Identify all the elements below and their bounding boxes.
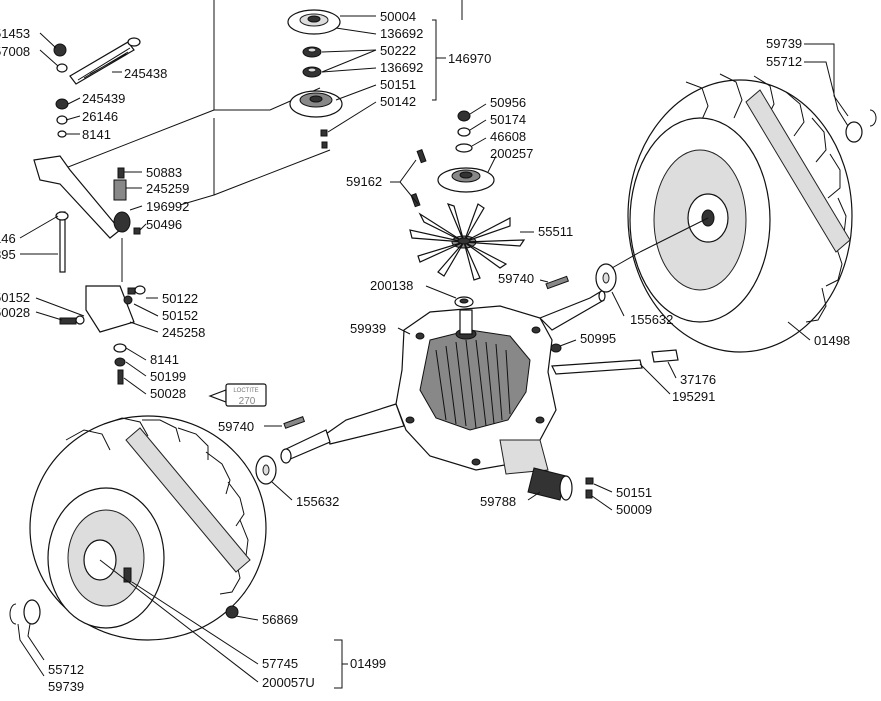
label-51453: 51453 — [0, 26, 30, 41]
fan-assembly — [409, 110, 570, 308]
label-55511: 55511 — [538, 224, 573, 239]
label-8141-a: 8141 — [82, 127, 111, 142]
label-200138: 200138 — [370, 278, 413, 293]
label-50174: 50174 — [490, 112, 526, 127]
label-195291: 195291 — [672, 389, 715, 404]
loctite-number: 270 — [239, 396, 256, 407]
label-196992: 196992 — [146, 199, 189, 214]
label-50151-b: 50151 — [616, 485, 652, 500]
pulley-stack — [287, 9, 343, 149]
label-50222: 50222 — [380, 43, 416, 58]
label-136692-b: 136692 — [380, 60, 423, 75]
label-50956: 50956 — [490, 95, 526, 110]
label-200257: 200257 — [490, 146, 533, 161]
label-37176: 37176 — [680, 372, 716, 387]
label-59788: 59788 — [480, 494, 516, 509]
label-50883: 50883 — [146, 165, 182, 180]
label-50152-a: 50152 — [0, 290, 30, 305]
transaxle-side-parts — [255, 263, 679, 501]
left-linkage-callouts — [19, 32, 159, 395]
label-245438: 245438 — [124, 66, 167, 81]
label-136692-a: 136692 — [380, 26, 423, 41]
fan-callouts — [390, 103, 549, 299]
left-wheel-callouts — [17, 559, 348, 689]
transaxle-callouts — [264, 43, 849, 511]
pulley-callouts — [321, 15, 446, 133]
label-46608: 46608 — [490, 129, 526, 144]
label-26146: 26146 — [82, 109, 118, 124]
label-155632-b: 155632 — [296, 494, 339, 509]
label-146970: 146970 — [448, 51, 491, 66]
label-50028-a: 50028 — [0, 305, 30, 320]
label-50142: 50142 — [380, 94, 416, 109]
label-56869: 56869 — [262, 612, 298, 627]
label-245258: 245258 — [162, 325, 205, 340]
label-59939: 59939 — [350, 321, 386, 336]
right-wheel-hardware — [845, 109, 877, 143]
label-57008: 57008 — [0, 44, 30, 59]
label-59739-b: 59739 — [48, 679, 84, 694]
label-59740-a: 59740 — [498, 271, 534, 286]
label-245439: 245439 — [82, 91, 125, 106]
label-895: 895 — [0, 247, 16, 262]
label-50199: 50199 — [150, 369, 186, 384]
label-50152-b: 50152 — [162, 308, 198, 323]
label-146: 146 — [0, 231, 16, 246]
right-wheel — [611, 73, 853, 353]
right-wheel-callouts — [787, 321, 811, 341]
loctite-brand: LOCTITE — [233, 388, 258, 394]
label-59739-a: 59739 — [766, 36, 802, 51]
label-01499: 01499 — [350, 656, 386, 671]
label-8141-b: 8141 — [150, 352, 179, 367]
label-59740-b: 59740 — [218, 419, 254, 434]
label-50995: 50995 — [580, 331, 616, 346]
label-200057U: 200057U — [262, 675, 315, 690]
label-55712-b: 55712 — [48, 662, 84, 677]
label-50028-b: 50028 — [150, 386, 186, 401]
cooling-fan — [409, 203, 526, 281]
left-wheel — [9, 415, 267, 641]
left-linkage — [33, 37, 146, 385]
label-245259: 245259 — [146, 181, 189, 196]
label-50496: 50496 — [146, 217, 182, 232]
label-55712-a: 55712 — [766, 54, 802, 69]
label-59162: 59162 — [346, 174, 382, 189]
transaxle-body — [280, 290, 606, 475]
label-01498: 01498 — [814, 333, 850, 348]
label-57745: 57745 — [262, 656, 298, 671]
loctite-tube: LOCTITE 270 — [208, 383, 267, 407]
label-50151-a: 50151 — [380, 77, 416, 92]
label-50009: 50009 — [616, 502, 652, 517]
label-50004: 50004 — [380, 9, 416, 24]
part-labels: 50004 136692 50222 136692 50151 50142 14… — [0, 9, 850, 694]
label-50122: 50122 — [162, 291, 198, 306]
label-155632-a: 155632 — [630, 312, 673, 327]
